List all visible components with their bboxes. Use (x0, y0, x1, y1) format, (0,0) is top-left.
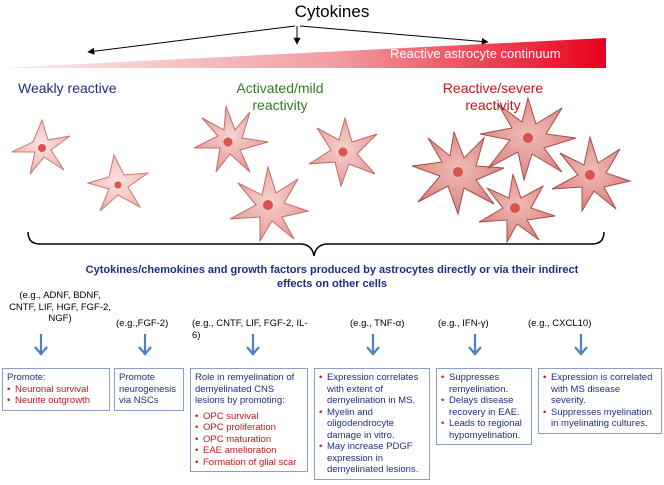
astrocyte-weak-1 (11, 118, 71, 175)
effect-item: OPC survival (195, 411, 303, 423)
stage-mild-reactivity: Activated/mild reactivity (236, 80, 324, 113)
down-arrow-icon (574, 334, 588, 356)
effect-item: Expression is correlated with MS disease… (543, 372, 657, 407)
effect-box-col-2: Promote neurogenesis via NSCs (114, 368, 184, 411)
effect-item: Delays disease recovery in EAE. (441, 395, 527, 418)
astrocyte-severe-1 (411, 130, 505, 216)
effect-item: May increase PDGF expression in demyelin… (319, 441, 425, 476)
down-arrow-icon (246, 334, 260, 356)
astrocyte-severe-4 (478, 173, 556, 244)
effect-box-col-4: Expression correlates with extent of dem… (314, 368, 430, 480)
example-col-5: (e.g., IFN-γ) (438, 318, 489, 329)
down-arrow-icon (366, 334, 380, 356)
diagram-title: Cytokines (294, 2, 370, 21)
effect-item: Neuronal survival (7, 384, 105, 396)
stage-weakly-reactive: Weakly reactive (18, 80, 117, 96)
effect-box-col-5: Suppresses remyelination. Delays disease… (436, 368, 532, 445)
effect-item: Myelin and oligodendrocyte damage in vit… (319, 407, 425, 442)
stage-severe-reactivity: Reactive/severe reactivity (442, 80, 544, 113)
reactivity-wedge (0, 38, 606, 68)
example-col-3: (e.g., CNTF, LIF, FGF-2, IL-6) (192, 318, 308, 341)
grouping-bracket (27, 231, 605, 257)
example-col-6: (e.g., CXCL10) (528, 318, 592, 329)
effect-heading: Promote: (7, 372, 46, 383)
effect-item: Leads to regional hypomyelination. (441, 418, 527, 441)
effect-item: Suppresses remyelination. (441, 372, 527, 395)
astrocyte-mild-2 (229, 165, 310, 243)
continuum-label: Reactive astrocyte continuum (390, 46, 561, 61)
astrocyte-severe-3 (551, 135, 632, 213)
effect-heading: Promote neurogenesis via NSCs (119, 372, 177, 406)
astrocyte-mild-3 (308, 116, 378, 188)
effect-item: OPC maturation (195, 434, 303, 446)
down-arrow-icon (138, 334, 152, 356)
effect-item: OPC proliferation (195, 422, 303, 434)
effect-heading: Role in remyelination of demyelinated CN… (195, 372, 295, 406)
effect-box-col-1: Promote: Neuronal survival Neurite outgr… (2, 368, 110, 411)
effect-item: EAE amelioration (195, 445, 303, 457)
diagram-graphics (0, 25, 632, 257)
example-col-2: (e.g.,FGF-2) (116, 318, 169, 329)
effect-item: Formation of glial scar (195, 457, 303, 469)
example-col-1: (e.g., ADNF, BDNF, CNTF, LIF, HGF, FGF-2… (9, 290, 111, 324)
effect-item: Neurite outgrowth (7, 395, 105, 407)
astrocyte-mild-1 (193, 105, 269, 173)
astrocyte-severe-2 (479, 96, 577, 182)
example-col-4: (e.g., TNF-α) (350, 318, 405, 329)
cytokine-arrow-left (87, 25, 296, 55)
summary-heading: Cytokines/chemokines and growth factors … (85, 264, 579, 290)
astrocyte-weak-2 (86, 153, 150, 212)
down-arrow-icon (34, 334, 48, 356)
effect-item: Expression correlates with extent of dem… (319, 372, 425, 407)
effect-box-col-6: Expression is correlated with MS disease… (538, 368, 662, 434)
effect-box-col-3: Role in remyelination of demyelinated CN… (190, 368, 308, 472)
effect-item: Suppresses myelination in myelinating cu… (543, 407, 657, 430)
cytokine-arrow-right (299, 25, 489, 45)
down-arrow-icon (468, 334, 482, 356)
